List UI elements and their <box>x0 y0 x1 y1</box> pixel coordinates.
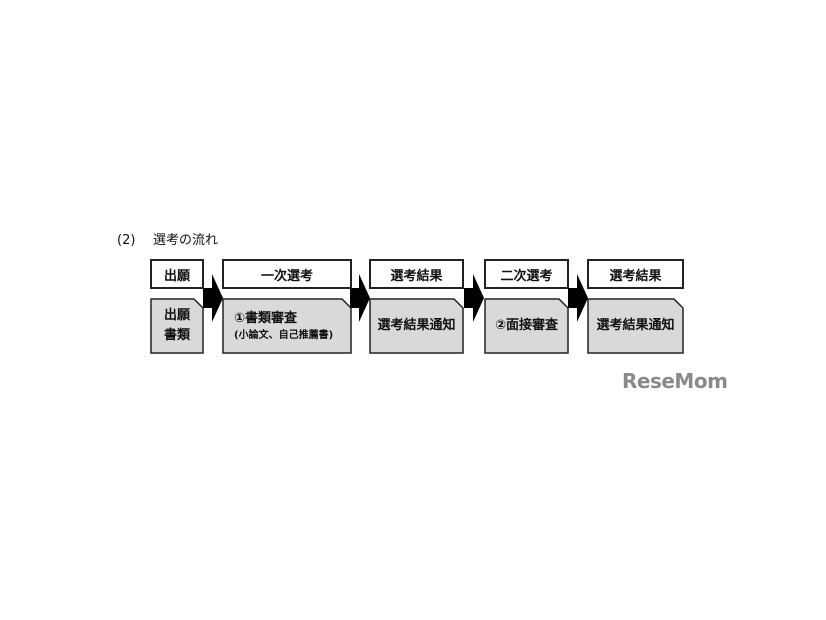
step-detail-application: 出願書類 <box>150 298 204 354</box>
section-number: (2) <box>117 233 136 248</box>
step-header-first-selection: 一次選考 <box>222 259 352 289</box>
detail-line: ②面接審査 <box>494 318 558 333</box>
detail-sub: (小論文、自己推薦書) <box>234 330 334 341</box>
detail-line: 出願 <box>163 308 190 323</box>
resemom-logo: ReseMom <box>622 369 728 393</box>
detail-line: ①書類審査 <box>234 311 298 326</box>
arrow-right-icon <box>464 274 484 322</box>
step-header-result-1: 選考結果 <box>369 259 464 289</box>
arrow-right-icon <box>203 274 223 322</box>
arrow-right-icon <box>568 274 588 322</box>
step-detail-document-review: ①書類審査 (小論文、自己推薦書) <box>222 298 352 354</box>
step-detail-result-notice-2: 選考結果通知 <box>587 298 684 354</box>
detail-line: 書類 <box>163 328 190 343</box>
step-header-second-selection: 二次選考 <box>484 259 569 289</box>
arrow-right-icon <box>350 274 370 322</box>
step-detail-interview: ②面接審査 <box>484 298 569 354</box>
section-heading: (2) 選考の流れ <box>117 229 218 248</box>
step-header-application: 出願 <box>150 259 204 289</box>
step-header-result-2: 選考結果 <box>587 259 684 289</box>
detail-line: 選考結果通知 <box>596 318 675 333</box>
detail-line: 選考結果通知 <box>377 318 456 333</box>
section-title: 選考の流れ <box>153 233 219 248</box>
step-detail-result-notice-1: 選考結果通知 <box>369 298 464 354</box>
